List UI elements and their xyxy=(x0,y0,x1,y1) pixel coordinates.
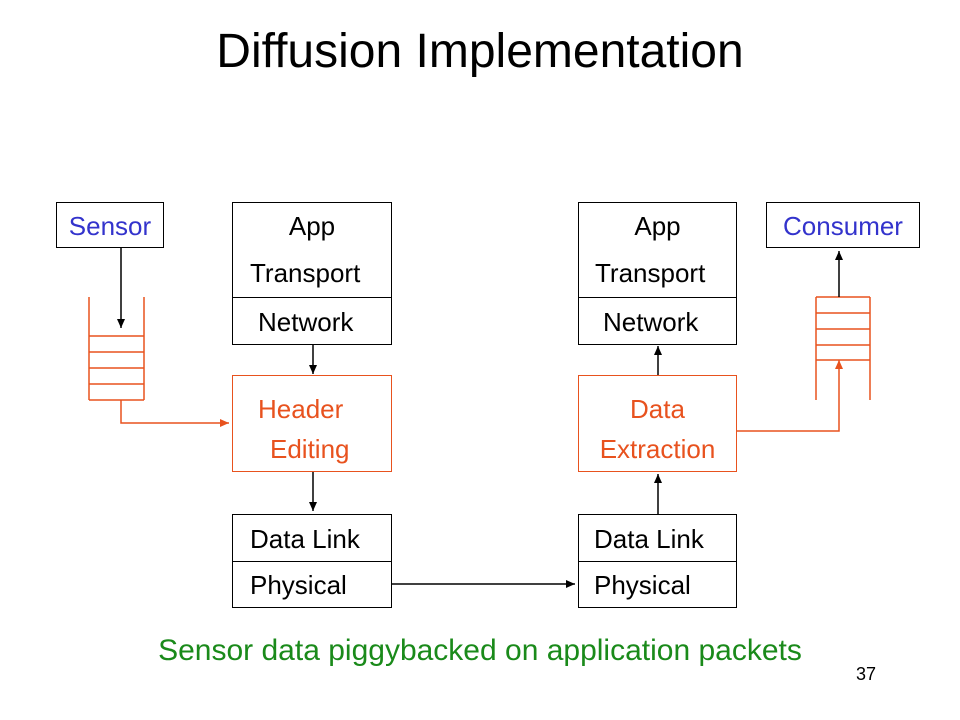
header-editing-line2: Editing xyxy=(270,434,350,464)
right-datalink-label: Data Link xyxy=(594,524,704,554)
header-editing-line1: Header xyxy=(258,394,344,424)
right-network-box xyxy=(578,297,737,345)
right-network-label: Network xyxy=(603,307,699,337)
right-physical-box xyxy=(578,561,737,608)
left-transport-label: Transport xyxy=(250,258,361,288)
sensor-queue xyxy=(88,297,145,401)
arrow-data-extraction-to-queue xyxy=(737,360,843,432)
page-title: Diffusion Implementation xyxy=(216,25,744,78)
consumer-label: Consumer xyxy=(783,211,903,241)
right-app-label: App xyxy=(634,211,681,241)
consumer-queue xyxy=(815,296,871,400)
data-extraction-line1: Data xyxy=(630,394,685,424)
page-number: 37 xyxy=(856,664,877,684)
arrow-queue-to-header-editing xyxy=(120,400,229,427)
left-network-box xyxy=(232,297,392,345)
left-app-label: App xyxy=(288,211,336,241)
data-extraction-box xyxy=(578,375,737,472)
left-datalink-label: Data Link xyxy=(250,524,360,554)
sensor-box xyxy=(56,202,164,248)
sensor-label: Sensor xyxy=(68,211,152,241)
right-physical-label: Physical xyxy=(594,570,691,600)
left-physical-box xyxy=(232,561,392,608)
right-transport-label: Transport xyxy=(595,258,706,288)
left-network-label: Network xyxy=(258,307,354,337)
consumer-box xyxy=(766,202,920,248)
slide-caption: Sensor data piggybacked on application p… xyxy=(158,634,802,667)
data-extraction-line2: Extraction xyxy=(599,434,716,464)
header-editing-box xyxy=(232,375,392,472)
left-physical-label: Physical xyxy=(250,570,347,600)
